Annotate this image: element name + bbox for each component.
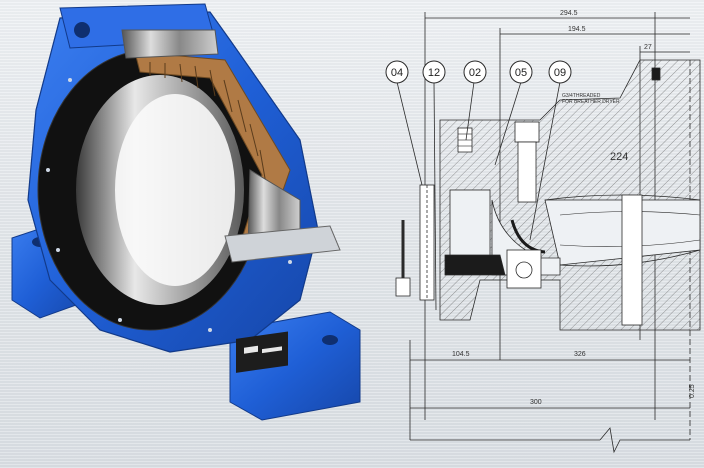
dim-top-inner: 194.5 [568,26,586,33]
dim-bore: 224 [610,151,628,163]
note-thread-line1: G3/4THREADED [562,93,601,99]
balloons: 04 12 02 05 09 [385,60,572,84]
dim-top-overall: 294.5 [560,10,578,17]
section-drawing [395,12,701,454]
balloon-04: 04 [391,67,403,79]
dim-right-edge: 0.25 [689,384,696,398]
balloon-02: 02 [469,67,481,79]
bearing-housing-render [11,3,361,421]
balloon-05: 05 [515,67,527,79]
balloon-12: 12 [428,67,440,79]
dim-bottom-left: 104.5 [452,351,470,358]
dim-top-small: 27 [644,44,652,51]
note-thread-line2: FOR BREATHER DRYER [562,99,620,105]
dim-bottom-mid: 326 [574,351,586,358]
balloon-09: 09 [554,67,566,79]
dimension-labels: 294.5 194.5 27 224 104.5 326 300 0.25 G3… [452,10,696,406]
dim-bottom-overall: 300 [530,399,542,406]
